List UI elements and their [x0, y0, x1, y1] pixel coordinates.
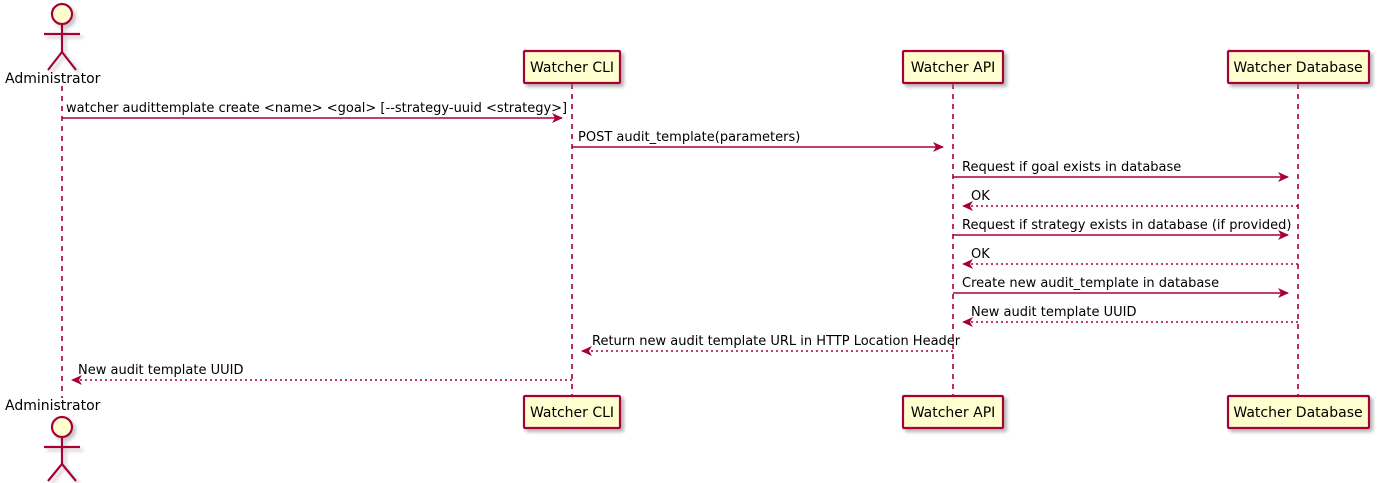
- participant-box: [901, 394, 1005, 430]
- actor-label-administrator-bottom: Administrator: [5, 398, 101, 414]
- message-5[interactable]: Request if strategy exists in database (…: [953, 218, 1291, 240]
- message-label: OK: [971, 247, 990, 262]
- message-label: Create new audit_template in database: [962, 276, 1219, 291]
- actor-head-icon: [50, 415, 74, 439]
- message-6[interactable]: OK: [962, 247, 1298, 269]
- participant-label: Watcher API: [911, 60, 996, 76]
- actor-head-icon: [50, 2, 74, 26]
- participant-watcher-cli-bottom[interactable]: Watcher CLI: [522, 394, 622, 430]
- actor-leg-left-icon: [47, 463, 63, 482]
- participant-watcher-cli-top[interactable]: Watcher CLI: [522, 49, 622, 85]
- message-label: watcher audittemplate create <name> <goa…: [66, 101, 567, 116]
- participant-label: Watcher API: [911, 405, 996, 421]
- message-4[interactable]: OK: [962, 189, 1298, 211]
- participant-watcher-api-bottom[interactable]: Watcher API: [901, 394, 1005, 430]
- message-9[interactable]: Return new audit template URL in HTTP Lo…: [581, 334, 961, 356]
- message-label: OK: [971, 189, 990, 204]
- participant-box: [522, 394, 622, 430]
- participant-label: Watcher CLI: [530, 60, 614, 76]
- message-label: New audit template UUID: [971, 305, 1136, 320]
- actor-leg-left-icon: [47, 51, 63, 71]
- lifelines: [61, 84, 1299, 398]
- actor-administrator-top[interactable]: [44, 2, 80, 71]
- message-2[interactable]: POST audit_template(parameters): [572, 130, 944, 152]
- message-8[interactable]: New audit template UUID: [962, 305, 1298, 327]
- message-label: POST audit_template(parameters): [578, 130, 800, 145]
- actor-leg-right-icon: [61, 463, 77, 482]
- message-1[interactable]: watcher audittemplate create <name> <goa…: [62, 101, 567, 123]
- actor-leg-right-icon: [61, 51, 77, 71]
- participant-watcher-database-bottom[interactable]: Watcher Database: [1226, 394, 1371, 430]
- participant-box: [522, 49, 622, 85]
- message-7[interactable]: Create new audit_template in database: [953, 276, 1289, 298]
- participant-label: Watcher CLI: [530, 405, 614, 421]
- actor-administrator-bottom[interactable]: [44, 415, 80, 482]
- message-label: Request if goal exists in database: [962, 160, 1181, 175]
- message-3[interactable]: Request if goal exists in database: [953, 160, 1289, 182]
- participant-box: [901, 49, 1005, 85]
- participant-watcher-api-top[interactable]: Watcher API: [901, 49, 1005, 85]
- participant-box: [1226, 49, 1371, 85]
- message-label: New audit template UUID: [78, 363, 243, 378]
- actor-label-administrator-top: Administrator: [5, 71, 101, 87]
- message-label: Request if strategy exists in database (…: [962, 218, 1291, 233]
- message-10[interactable]: New audit template UUID: [71, 363, 572, 385]
- participant-label: Watcher Database: [1233, 60, 1362, 76]
- participant-box: [1226, 394, 1371, 430]
- participant-watcher-database-top[interactable]: Watcher Database: [1226, 49, 1371, 85]
- message-label: Return new audit template URL in HTTP Lo…: [592, 334, 961, 349]
- participant-label: Watcher Database: [1233, 405, 1362, 421]
